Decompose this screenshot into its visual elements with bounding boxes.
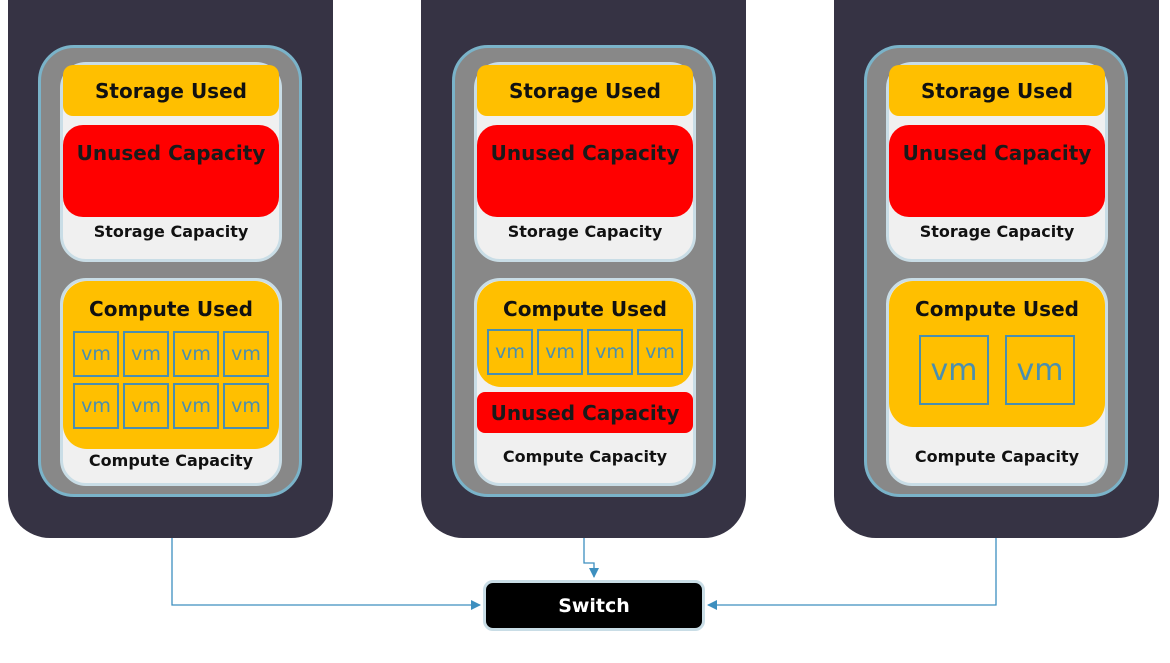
compute-capacity-label: Compute Capacity [502,447,668,466]
link-server-3-switch [707,538,997,610]
vm-icon: vm [537,329,583,375]
node-1: Storage Used Unused Capacity Storage Cap… [38,45,302,497]
vm-icon: vm [73,331,119,377]
storage-capacity-label: Storage Capacity [93,222,249,241]
storage-used-block: Storage Used [63,65,279,116]
storage-unused-capacity-block: Unused Capacity [63,125,279,217]
vm-icon: vm [123,383,169,429]
vm-icon: vm [123,331,169,377]
vm-icon: vm [73,383,119,429]
vm-icon: vm [223,331,269,377]
vm-icon: vm [587,329,633,375]
vm-icon: vm [173,331,219,377]
storage-capacity-label: Storage Capacity [507,222,663,241]
storage-capacity-label: Storage Capacity [919,222,1075,241]
network-switch: Switch [483,580,705,631]
vm-icon: vm [487,329,533,375]
vm-icon: vm [637,329,683,375]
vm-icon: vm [223,383,269,429]
compute-used-block: Compute Used [63,281,279,449]
compute-capacity-panel: Compute Used vm vm vm vm vm vm vm vm Com… [60,278,282,486]
compute-capacity-panel: Compute Used vm vm vm vm Unused Capacity… [474,278,696,486]
compute-unused-capacity-block: Unused Capacity [477,392,693,433]
compute-capacity-panel: Compute Used vm vm Compute Capacity [886,278,1108,486]
storage-used-block: Storage Used [477,65,693,116]
storage-unused-capacity-block: Unused Capacity [889,125,1105,217]
storage-unused-capacity-block: Unused Capacity [477,125,693,217]
vm-icon: vm [1005,335,1075,405]
vm-icon: vm [919,335,989,405]
compute-capacity-label: Compute Capacity [88,451,254,470]
compute-used-block: Compute Used [889,281,1105,427]
node-3: Storage Used Unused Capacity Storage Cap… [864,45,1128,497]
storage-capacity-panel: Storage Used Unused Capacity Storage Cap… [886,62,1108,262]
compute-capacity-label: Compute Capacity [914,447,1080,466]
vm-icon: vm [173,383,219,429]
storage-capacity-panel: Storage Used Unused Capacity Storage Cap… [474,62,696,262]
link-server-1-switch [171,538,481,610]
storage-used-block: Storage Used [889,65,1105,116]
link-server-2-switch [583,538,599,578]
compute-used-block: Compute Used [477,281,693,387]
storage-capacity-panel: Storage Used Unused Capacity Storage Cap… [60,62,282,262]
node-2: Storage Used Unused Capacity Storage Cap… [452,45,716,497]
